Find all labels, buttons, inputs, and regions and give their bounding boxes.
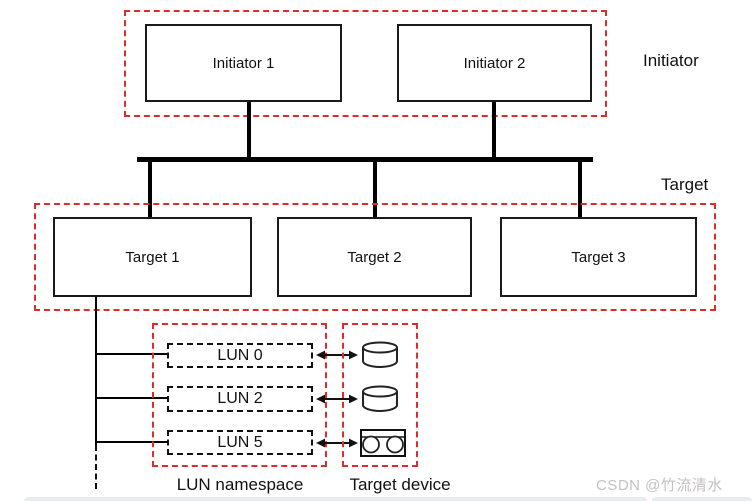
initiator-2-box: Initiator 2	[397, 24, 592, 102]
lun-5-connector-line	[96, 441, 167, 443]
bottom-content-strip-left	[24, 497, 647, 501]
lun-2-connector-line	[96, 397, 167, 399]
initiator-1-bus-line	[247, 102, 251, 158]
target-2-label: Target 2	[347, 248, 402, 266]
initiator-2-bus-line	[492, 102, 496, 158]
lun-2-device-arrow-icon	[316, 392, 358, 406]
initiator-group-box	[124, 10, 607, 117]
target-3-box: Target 3	[500, 217, 697, 297]
lun-0-connector-line	[96, 353, 167, 355]
csdn-watermark: CSDN @竹流清水	[596, 477, 723, 494]
target-3-label: Target 3	[571, 248, 626, 266]
target-group-label: Target	[661, 175, 709, 194]
initiator-1-box: Initiator 1	[145, 24, 342, 102]
target-2-bus-line	[373, 162, 377, 218]
lun-namespace-box	[152, 323, 327, 467]
lun-0-device-arrow-icon	[316, 348, 358, 362]
bottom-content-strip-right	[652, 497, 752, 501]
target-1-box: Target 1	[53, 217, 252, 297]
target-1-lun-trunk-line	[95, 297, 97, 445]
network-bus-line	[137, 157, 593, 162]
target-1-label: Target 1	[125, 248, 180, 266]
lun-2-label: LUN 2	[217, 390, 263, 407]
disk-icon	[361, 341, 399, 369]
lun-0-label: LUN 0	[217, 346, 263, 364]
target-group-box	[34, 203, 716, 311]
target-device-caption: Target device	[349, 475, 451, 494]
disk-icon	[361, 385, 399, 413]
initiator-2-label: Initiator 2	[463, 54, 526, 72]
target-3-bus-line	[578, 162, 582, 218]
lun-0-box: LUN 0	[167, 343, 313, 368]
target-2-box: Target 2	[277, 217, 472, 297]
target-1-lun-trunk-line-dashed	[95, 445, 97, 489]
tape-drive-icon	[360, 429, 406, 457]
target-device-box	[342, 323, 418, 467]
lun-2-box: LUN 2	[167, 386, 313, 412]
lun-namespace-caption: LUN namespace	[176, 475, 304, 494]
lun-5-box: LUN 5	[167, 430, 313, 455]
initiator-1-label: Initiator 1	[212, 54, 275, 72]
target-1-bus-line	[148, 162, 152, 218]
initiator-group-label: Initiator	[643, 51, 699, 70]
lun-5-label: LUN 5	[217, 433, 263, 451]
lun-5-device-arrow-icon	[316, 436, 358, 450]
